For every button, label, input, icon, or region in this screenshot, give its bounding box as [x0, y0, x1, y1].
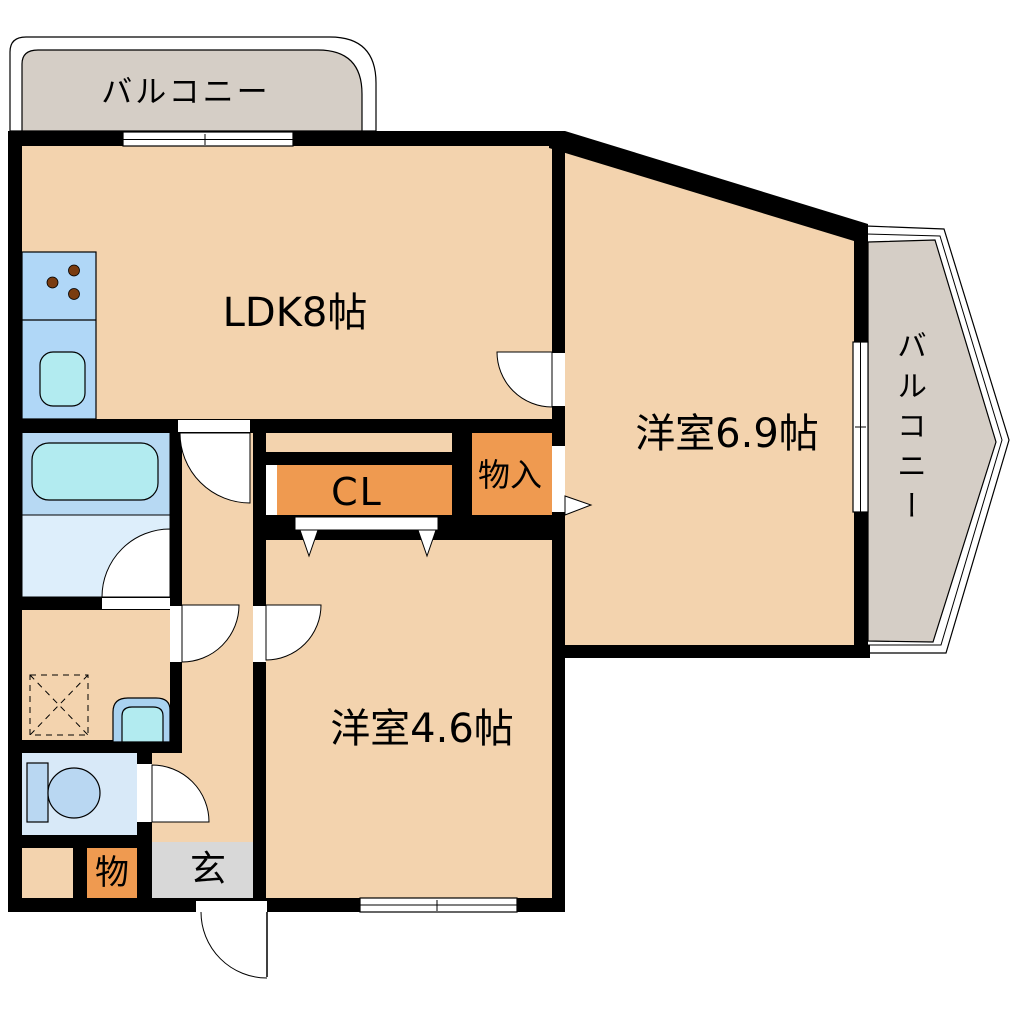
- wall-bath-right: [170, 419, 182, 753]
- wall-cl-shelf-line: [266, 452, 455, 465]
- cl-door-arrow-left: [299, 529, 319, 558]
- floors: [21, 146, 858, 898]
- kitchen: [21, 251, 97, 420]
- gap-monoire: [552, 446, 565, 512]
- corner-floor: [22, 848, 73, 898]
- door-hall-room46: [265, 604, 322, 661]
- western-room-69-floor: [552, 147, 858, 645]
- western-room-46-floor: [266, 540, 552, 898]
- toilet-tank: [26, 762, 49, 823]
- door-gaps: [102, 353, 565, 912]
- cl-door-arrow-right: [417, 529, 437, 558]
- window-69-right: [852, 341, 869, 513]
- closet-cl: [277, 465, 452, 518]
- monoire-door-arrow: [564, 495, 593, 516]
- entrance-door: [200, 911, 268, 979]
- label-balcony-right: バルコニー: [891, 330, 926, 530]
- wall-69-bottom: [552, 645, 870, 658]
- windows: [122, 131, 869, 913]
- wall-cl-right: [452, 433, 472, 540]
- balcony-right-railing: [865, 233, 1003, 646]
- gap-ldk-hall: [178, 420, 250, 432]
- ldk-floor: [22, 146, 552, 419]
- wall-mid-horizontal: [8, 419, 565, 433]
- balcony-top-floor: [21, 49, 363, 132]
- washroom: [29, 674, 171, 743]
- door-ldk-room69: [496, 351, 553, 408]
- wall-slanted: [549, 131, 868, 241]
- washing-machine-space: [29, 674, 89, 736]
- balcony-top: [9, 36, 377, 132]
- bathroom: [31, 442, 159, 501]
- closet-monoire: [472, 433, 552, 515]
- stove-burner: [46, 276, 59, 289]
- gap-washroom: [170, 606, 182, 662]
- gap-bath: [102, 598, 170, 609]
- label-entrance: 玄: [189, 849, 227, 890]
- gap-hall-room46: [253, 606, 266, 662]
- label-storage-monoire: 物入: [477, 456, 543, 494]
- gap-entrance: [196, 901, 267, 912]
- toilet-bowl: [47, 767, 101, 819]
- stove-burner: [68, 288, 80, 300]
- closet-mono: [87, 848, 137, 898]
- gap-ldk-room69: [552, 353, 565, 406]
- bathtub: [31, 442, 159, 501]
- label-storage-mono: 物: [95, 853, 129, 893]
- wall-left: [8, 131, 22, 912]
- label-closet-cl: CL: [331, 470, 383, 514]
- door-ldk-hall: [179, 432, 251, 504]
- entrance-door-arc: [200, 911, 268, 979]
- wall-mono-left: [73, 848, 87, 898]
- swing-doors: [101, 351, 553, 823]
- door-bathroom: [101, 528, 171, 598]
- gap-toilet: [137, 764, 152, 822]
- wash-basin-bowl: [121, 706, 164, 743]
- stove-burner: [68, 264, 80, 277]
- door-washroom: [181, 604, 240, 663]
- label-western-room-46: 洋室4.6帖: [330, 706, 514, 752]
- door-toilet: [151, 764, 210, 823]
- wall-center-vertical: [552, 131, 565, 912]
- wall-toilet-bottomrow: [8, 835, 152, 848]
- cl-folding-door: [294, 516, 439, 531]
- label-balcony-top: バルコニー: [101, 74, 271, 111]
- balcony-right: [865, 225, 1010, 654]
- toilet: [26, 762, 101, 823]
- kitchen-sink: [39, 351, 86, 407]
- window-46-bottom: [359, 897, 518, 913]
- closet-shelf-strip: [266, 433, 455, 455]
- label-western-room-69: 洋室6.9帖: [635, 411, 819, 457]
- entrance-floor: [152, 842, 266, 898]
- balcony-right-floor: [867, 239, 997, 643]
- label-ldk: LDK8帖: [222, 290, 368, 336]
- closet-doors: [294, 495, 593, 558]
- window-ldk-top: [122, 131, 294, 147]
